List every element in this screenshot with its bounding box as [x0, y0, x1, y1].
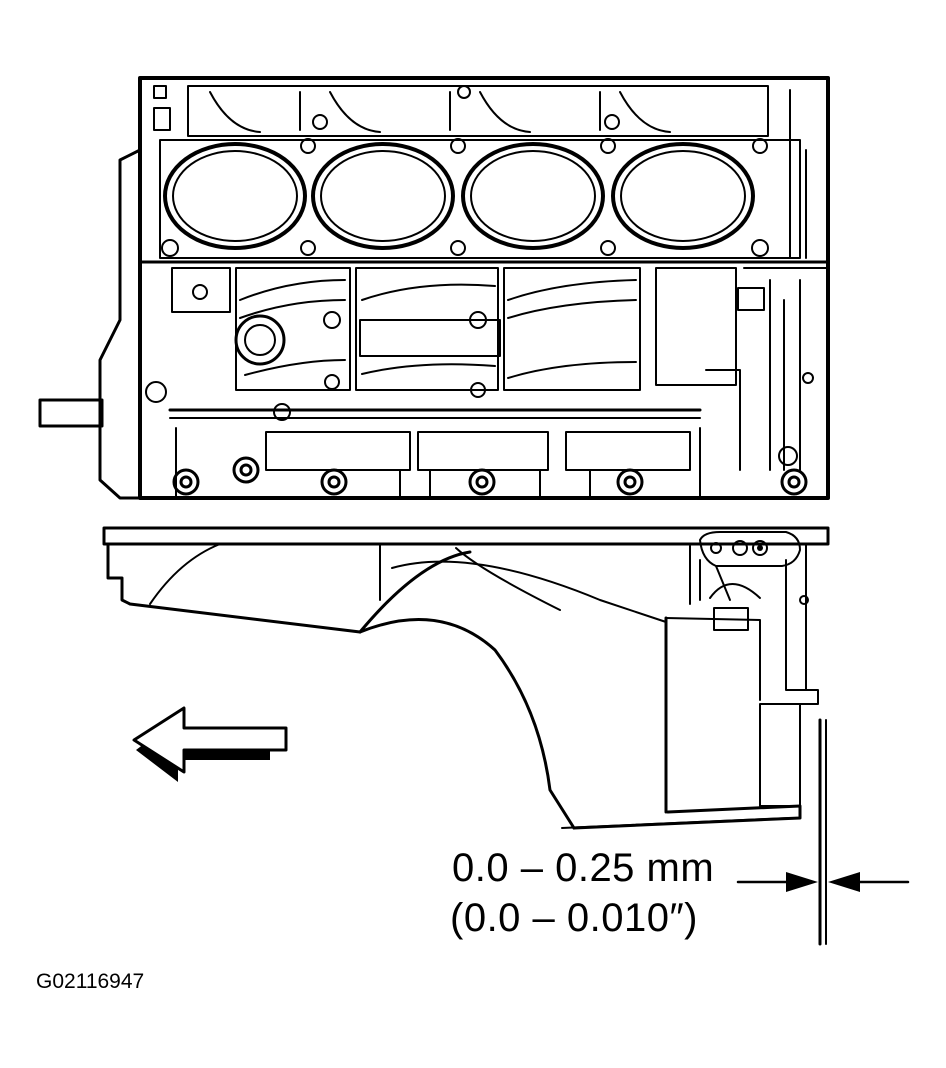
oil-pan: [102, 526, 830, 830]
front-direction-arrow: [132, 706, 288, 782]
cylinder-bores: [163, 142, 755, 250]
clearance-measurement: [736, 718, 910, 946]
clearance-spec-metric: 0.0 – 0.25 mm: [452, 846, 715, 890]
engine-block: [38, 76, 830, 500]
figure-id: G02116947: [36, 970, 145, 993]
clearance-spec-imperial: (0.0 – 0.010″): [450, 896, 698, 940]
